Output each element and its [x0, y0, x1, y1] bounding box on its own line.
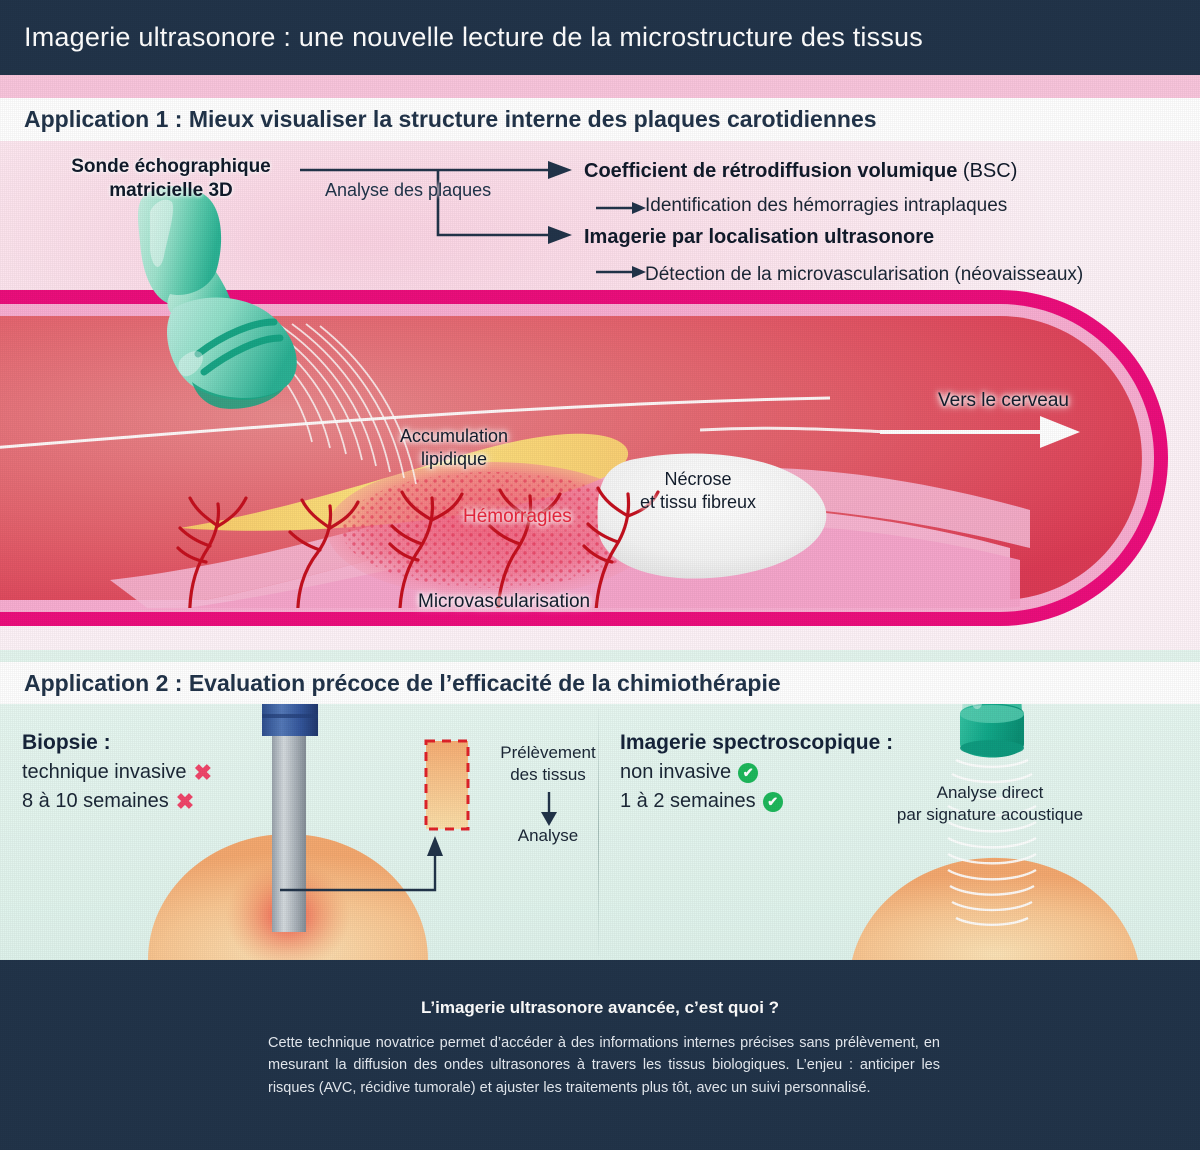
biopsy-text-block: Biopsie : technique invasive ✖ 8 à 10 se…: [22, 728, 212, 816]
outcome-ulm: Imagerie par localisation ultrasonore: [584, 226, 935, 248]
cross-icon: ✖: [193, 759, 212, 785]
outcome-bsc-sub: Identification des hémorragies intraplaq…: [645, 195, 1008, 216]
check-icon: ✔: [738, 762, 759, 783]
flow-arrows: [300, 161, 646, 278]
spectroscopy-item-duration: 1 à 2 semaines ✔: [620, 787, 893, 816]
label-lipid-accumulation: Accumulation lipidique: [400, 426, 509, 469]
probe-label: Sonde échographique matricielle 3D: [71, 156, 271, 201]
app1-heading: Application 1 : Mieux visualiser la stru…: [24, 106, 877, 132]
spectroscopic-illustration: [852, 704, 1138, 960]
spectroscopy-item-noninvasive: non invasive ✔: [620, 758, 893, 787]
check-icon: ✔: [762, 791, 783, 812]
tissue-sample-box: [424, 739, 470, 831]
outcome-ulm-sub: Détection de la microvascularisation (né…: [645, 264, 1084, 285]
outcome-bsc-bold: Coefficient de rétrodiffusion volumique: [584, 160, 958, 182]
app2-heading: Application 2 : Evaluation précoce de l’…: [24, 669, 781, 696]
outcome-bsc-light: (BSC): [957, 160, 1018, 182]
app2-heading-strip: Application 2 : Evaluation précoce de l’…: [0, 662, 1200, 704]
biopsy-item-invasive-label: technique invasive: [22, 761, 187, 784]
label-acoustic-signature: Analyse direct par signature acoustique: [896, 783, 1084, 825]
outcome-bsc: Coefficient de rétrodiffusion volumique …: [584, 160, 1017, 183]
label-microvascularisation: Microvascularisation: [418, 591, 591, 612]
label-analysis: Analyse: [517, 826, 579, 845]
spectroscopy-title: Imagerie spectroscopique :: [620, 731, 894, 754]
biopsy-title: Biopsie :: [22, 731, 111, 754]
label-hemorrhages: Hémorragies: [463, 506, 572, 527]
spectroscopy-item-noninvasive-label: non invasive: [620, 761, 732, 784]
label-towards-brain: Vers le cerveau: [938, 390, 1069, 411]
footer-body: Cette technique novatrice permet d’accéd…: [268, 1035, 940, 1096]
ultrasound-probe-3d: [138, 186, 297, 409]
app1-heading-strip: Application 1 : Mieux visualiser la stru…: [0, 98, 1200, 141]
spectroscopy-item-duration-label: 1 à 2 semaines: [620, 790, 756, 813]
spectroscopy-text-block: Imagerie spectroscopique : non invasive …: [620, 728, 893, 816]
biopsy-item-duration-label: 8 à 10 semaines: [22, 790, 169, 813]
arrow-label-analyse: Analyse des plaques: [325, 180, 492, 200]
page-title-bar: Imagerie ultrasonore : une nouvelle lect…: [0, 0, 1200, 75]
footer-title: L’imagerie ultrasonore avancée, c’est qu…: [420, 998, 780, 1017]
biopsy-item-duration: 8 à 10 semaines ✖: [22, 787, 212, 816]
biopsy-illustration: [148, 704, 428, 960]
down-arrow-icon: [541, 792, 557, 826]
label-necrosis: Nécrose et tissu fibreux: [640, 469, 757, 512]
label-tissue-sampling: Prélèvement des tissus: [500, 743, 596, 784]
footer-section: L’imagerie ultrasonore avancée, c’est qu…: [0, 960, 1200, 1150]
biopsy-connector-arrow: [280, 836, 443, 892]
biopsy-item-invasive: technique invasive ✖: [22, 758, 212, 787]
cross-icon: ✖: [175, 788, 195, 814]
page-title: Imagerie ultrasonore : une nouvelle lect…: [24, 22, 923, 52]
panel-divider: [598, 708, 599, 956]
